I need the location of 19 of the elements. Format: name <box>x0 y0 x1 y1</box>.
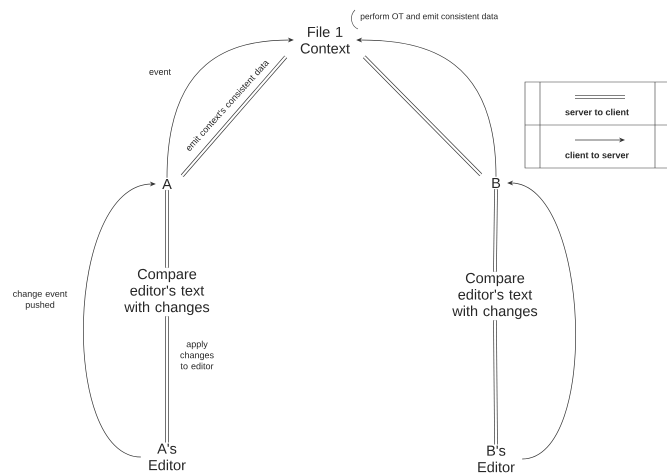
connector-line <box>165 190 169 268</box>
node-label: Compare editor's text with changes <box>452 272 538 320</box>
node-label: A <box>162 179 172 189</box>
edge-label: apply changes to editor <box>180 340 214 370</box>
connector-line <box>493 189 498 272</box>
legend-label: client to server <box>565 152 629 158</box>
legend-label: server to client <box>565 108 629 116</box>
edge-label: change event pushed <box>13 290 68 310</box>
connector-line <box>493 320 498 444</box>
node-label: Compare editor's text with changes <box>124 268 210 316</box>
node-label: A's Editor <box>149 444 186 470</box>
annotation: perform OT and emit consistent data <box>360 13 498 21</box>
node-label: B <box>492 178 500 188</box>
connector-line <box>165 316 169 442</box>
connector-line <box>362 56 482 176</box>
edge-label: event <box>149 69 171 75</box>
connector-line <box>180 56 288 177</box>
node-label: B's Editor <box>478 446 515 472</box>
node-label: File 1 Context <box>300 26 350 54</box>
